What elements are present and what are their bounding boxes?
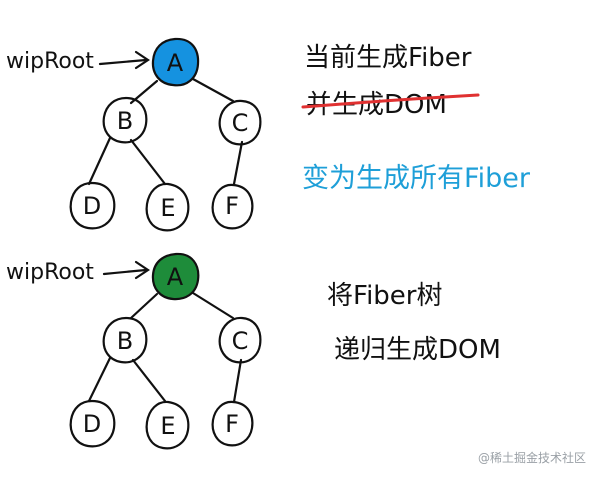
node-c-shape <box>218 99 262 146</box>
edge-b-d <box>87 136 112 186</box>
top-node-f-label: F <box>225 192 239 220</box>
bottom-tree <box>69 252 262 450</box>
bottom-node-c-label: C <box>232 327 249 355</box>
node-b-shape <box>102 96 148 144</box>
top-node-b-label: B <box>117 107 133 135</box>
edge-a-c <box>191 77 235 103</box>
bottom-node-a-label: A <box>167 263 184 291</box>
edge-a-c-bottom <box>191 291 235 320</box>
note-all-fiber: 变为生成所有Fiber <box>302 163 531 194</box>
top-wiproot-label: wipRoot <box>6 49 94 74</box>
top-node-d-label: D <box>83 192 101 220</box>
bottom-node-b-label: B <box>117 327 133 355</box>
top-node-c-label: C <box>232 109 249 137</box>
edge-b-e <box>129 138 167 186</box>
note-current-fiber: 当前生成Fiber <box>304 43 472 73</box>
top-tree-labels: wipRoot A B C D E F <box>6 49 248 222</box>
node-f-shape-bottom <box>211 400 254 447</box>
bottom-node-f-label: F <box>225 410 239 438</box>
note-fiber-tree: 将Fiber树 <box>327 281 442 311</box>
edge-b-d-bottom <box>87 356 112 403</box>
node-f-shape <box>211 183 254 230</box>
node-a-shape-bottom <box>151 252 200 301</box>
wiproot-arrow-bottom <box>102 268 148 276</box>
top-node-a-label: A <box>167 49 184 77</box>
node-e-shape <box>145 182 190 232</box>
top-tree <box>69 37 262 232</box>
top-node-e-label: E <box>160 194 175 222</box>
edge-a-b-bottom <box>129 292 159 320</box>
edge-c-f-bottom <box>232 358 243 404</box>
bottom-node-e-label: E <box>160 412 175 440</box>
notes: 当前生成Fiber 并生成DOM 变为生成所有Fiber 将Fiber树 递归生… <box>301 43 531 365</box>
strikethrough-line <box>301 93 480 109</box>
node-b-shape-bottom <box>102 316 148 364</box>
bottom-tree-labels: wipRoot A B C D E F <box>6 260 248 440</box>
node-c-shape-bottom <box>218 316 262 364</box>
node-a-shape <box>151 37 200 87</box>
wiproot-arrowhead <box>134 50 150 70</box>
note-recursive-dom: 递归生成DOM <box>334 335 501 365</box>
wiproot-arrowhead-bottom <box>134 260 150 280</box>
watermark: @稀土掘金技术社区 <box>478 450 586 465</box>
node-e-shape-bottom <box>145 400 190 450</box>
bottom-node-d-label: D <box>83 410 101 438</box>
node-d-shape <box>69 181 116 230</box>
edge-c-f <box>232 140 244 186</box>
node-d-shape-bottom <box>69 399 116 448</box>
wiproot-arrow <box>98 58 148 66</box>
bottom-wiproot-label: wipRoot <box>6 260 94 285</box>
edge-b-e-bottom <box>131 358 167 403</box>
